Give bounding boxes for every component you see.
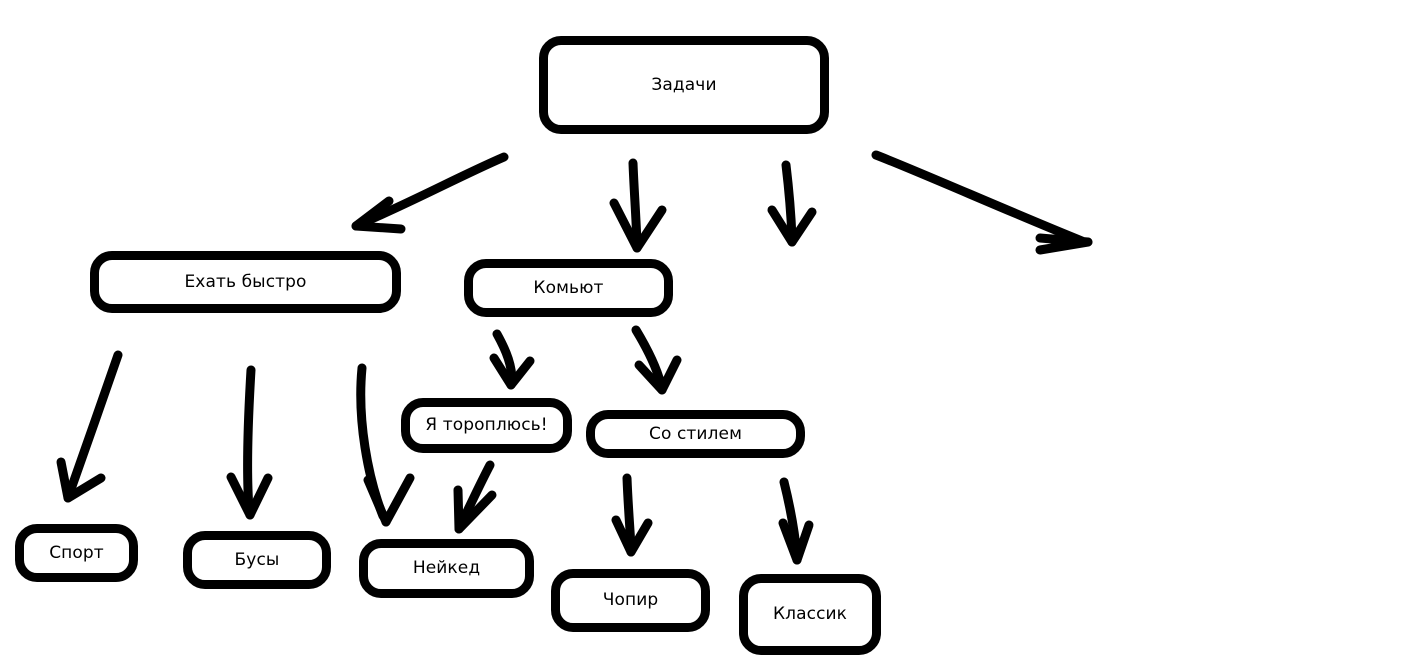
node-hurry[interactable]: Я тороплюсь! <box>401 398 572 453</box>
node-label-naked: Нейкед <box>412 558 481 578</box>
edge-fast-to-beads <box>226 365 273 520</box>
edge-root-to-commute <box>609 158 667 253</box>
node-label-root: Задачи <box>651 74 717 95</box>
node-label-chopper: Чопир <box>602 590 659 610</box>
edge-commute-to-hurry <box>489 329 535 390</box>
node-label-sport: Спорт <box>49 542 104 563</box>
node-label-hurry: Я тороплюсь! <box>425 415 548 435</box>
node-fast[interactable]: Ехать быстро <box>90 251 401 313</box>
edge-root-to-unlabeled <box>767 160 817 247</box>
node-chopper[interactable]: Чопир <box>551 569 710 632</box>
node-label-commute: Комьют <box>533 277 604 298</box>
node-label-fast: Ехать быстро <box>184 271 307 292</box>
node-label-beads: Бусы <box>234 549 280 570</box>
edge-hurry-to-naked <box>453 460 497 534</box>
node-commute[interactable]: Комьют <box>464 259 673 317</box>
node-classic[interactable]: Классик <box>739 574 881 655</box>
node-style[interactable]: Со стилем <box>586 410 805 458</box>
edge-style-to-chopper <box>611 473 653 557</box>
node-label-style: Со стилем <box>648 423 743 444</box>
edge-root-to-right <box>871 150 1093 255</box>
node-root[interactable]: Задачи <box>539 36 829 134</box>
edge-root-to-fast <box>351 152 509 234</box>
edge-fast-to-sport <box>56 350 123 503</box>
node-sport[interactable]: Спорт <box>15 524 138 582</box>
node-beads[interactable]: Бусы <box>183 531 331 589</box>
node-naked[interactable]: Нейкед <box>359 539 534 598</box>
edge-fast-to-naked <box>356 363 415 527</box>
edge-commute-to-style <box>631 325 682 395</box>
edge-style-to-classic <box>778 477 814 565</box>
node-label-classic: Классик <box>772 604 848 624</box>
